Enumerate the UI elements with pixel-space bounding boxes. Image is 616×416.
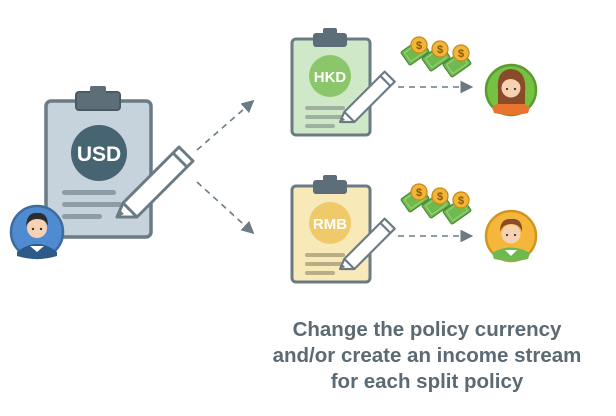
split-policy-rmb: RMB: [290, 175, 396, 284]
split-policy-hkd: HKD: [290, 28, 396, 137]
clipboard-clip-icon: [313, 33, 347, 47]
coin-icon: [452, 191, 470, 209]
text-line: [305, 271, 335, 275]
text-line: [305, 124, 335, 128]
source-policy-clipboard: USD: [44, 86, 195, 239]
caption-line: Change the policy currency: [292, 318, 562, 341]
money-stack-hkd: [399, 36, 473, 79]
rmb-currency-label: RMB: [313, 216, 347, 233]
coin-icon: [410, 183, 428, 201]
currency-badge: [71, 125, 127, 181]
split-arrow-bottom: [196, 181, 255, 235]
caption-line: and/or create an income stream: [272, 344, 582, 367]
coin-icon: [452, 44, 470, 62]
split-arrow-top: [196, 99, 255, 151]
recipient-avatar-hkd: [484, 63, 538, 117]
text-line: [305, 106, 345, 110]
caption-line: for each split policy: [330, 370, 524, 393]
text-line: [305, 115, 351, 119]
clipboard-clip-icon: [313, 180, 347, 194]
policyholder-avatar: [9, 204, 65, 260]
coin-icon: [431, 187, 449, 205]
text-line: [305, 262, 351, 266]
recipient-avatar-rmb: [484, 209, 538, 263]
source-currency-label: USD: [77, 143, 121, 166]
text-line: [62, 190, 116, 195]
text-line: [62, 202, 122, 207]
hkd-currency-label: HKD: [314, 69, 347, 86]
coin-icon: [431, 40, 449, 58]
coin-icon: [410, 36, 428, 54]
currency-badge: [309, 55, 351, 97]
clipboard-clip-top: [90, 86, 106, 95]
currency-badge: [309, 202, 351, 244]
caption: Change the policy currency and/or create…: [238, 317, 616, 395]
text-line: [62, 214, 102, 219]
text-line: [305, 253, 345, 257]
money-stack-rmb: [399, 183, 473, 226]
